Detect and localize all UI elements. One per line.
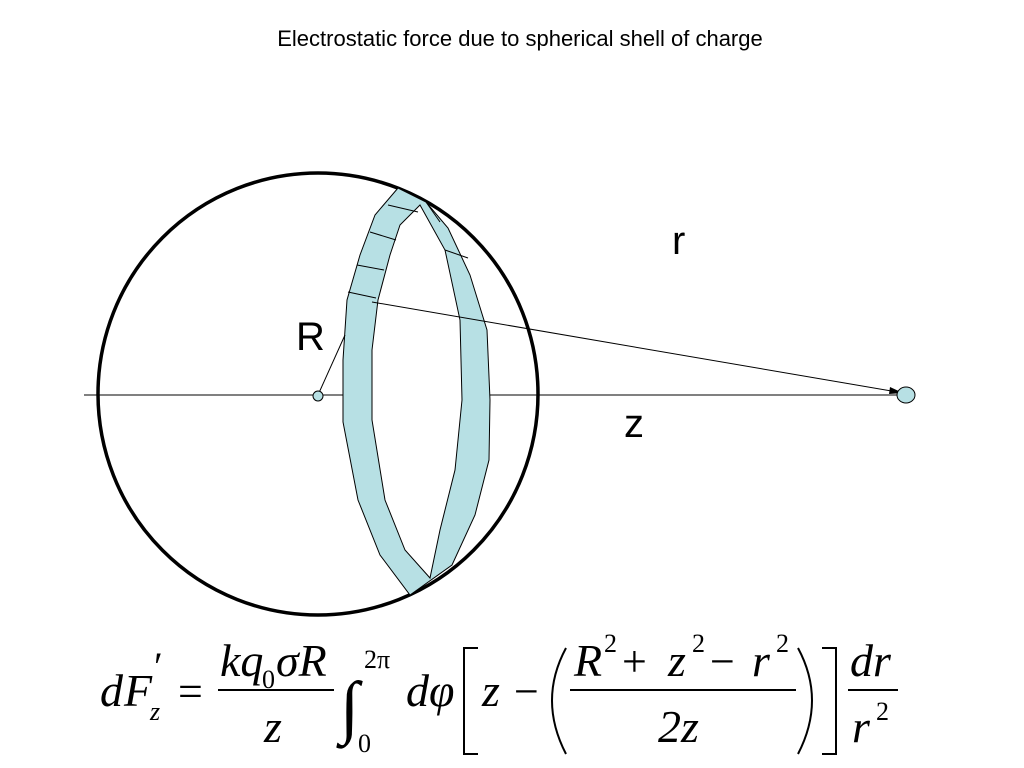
- eq-minus2: −: [710, 637, 735, 686]
- eq-frac3-den-r: r: [852, 701, 871, 752]
- eq-frac1-num-k: kq: [220, 635, 263, 686]
- label-r: r: [672, 219, 685, 263]
- eq-left-paren: [551, 647, 567, 755]
- eq-frac3-den-sup: 2: [876, 697, 889, 726]
- eq-num-r: r: [752, 635, 771, 686]
- eq-frac1-den: z: [263, 701, 282, 752]
- eq-frac1-num-sub: 0: [262, 665, 275, 694]
- force-equation: d F z ′ = kq 0 σR z ∫ 2π 0 dφ z − R 2 + …: [100, 629, 898, 758]
- eq-num-sup1: 2: [604, 629, 617, 658]
- eq-lhs-d: d: [100, 665, 124, 716]
- label-R: R: [296, 315, 325, 359]
- label-z: z: [624, 402, 644, 446]
- ring-band-inner: [371, 204, 463, 580]
- eq-plus: +: [622, 637, 647, 686]
- sphere-outline: [96, 171, 540, 617]
- eq-equals: =: [178, 667, 203, 716]
- radius-line: [317, 334, 346, 396]
- eq-minus: −: [514, 667, 539, 716]
- eq-frac3-num: dr: [850, 635, 892, 686]
- eq-num-sup3: 2: [776, 629, 789, 658]
- eq-lhs-prime: ′: [154, 644, 163, 689]
- eq-dphi: dφ: [406, 665, 454, 716]
- eq-num-R: R: [573, 635, 602, 686]
- test-charge: [896, 386, 916, 404]
- eq-right-bracket: [822, 647, 837, 755]
- ring-segments: [347, 201, 469, 299]
- eq-z-term: z: [481, 665, 500, 716]
- eq-num-sup2: 2: [692, 629, 705, 658]
- eq-integral: ∫: [336, 669, 363, 749]
- eq-lhs-sub: z: [149, 697, 160, 726]
- eq-lhs-F: F: [123, 665, 153, 716]
- eq-right-paren: [797, 647, 813, 755]
- eq-int-upper: 2π: [364, 645, 390, 674]
- center-point: [312, 390, 324, 402]
- eq-frac1-num-sigma: σR: [276, 635, 327, 686]
- eq-int-lower: 0: [358, 729, 371, 758]
- distance-line: [371, 301, 904, 394]
- slide-title: Electrostatic force due to spherical she…: [277, 26, 763, 51]
- eq-num-z: z: [667, 635, 686, 686]
- eq-den-2z: 2z: [658, 701, 699, 752]
- eq-left-bracket: [463, 647, 478, 755]
